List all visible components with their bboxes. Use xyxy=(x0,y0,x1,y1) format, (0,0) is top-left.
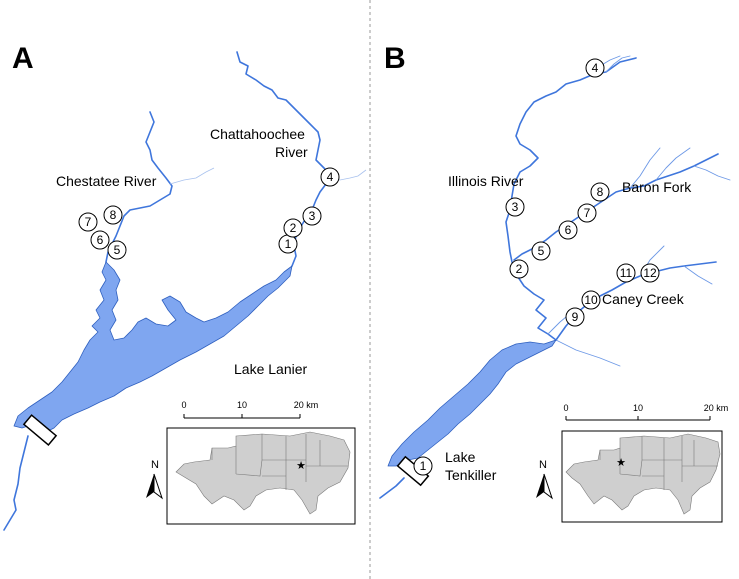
svg-text:12: 12 xyxy=(643,266,657,280)
inset-map-b: ★ xyxy=(561,430,723,523)
site-marker: 12 xyxy=(640,263,660,283)
svg-text:5: 5 xyxy=(538,244,545,258)
illinois-outlet xyxy=(379,477,405,499)
site-marker: 2 xyxy=(509,259,529,279)
lake-tenkiller xyxy=(387,339,557,467)
north-arrow-icon: N xyxy=(536,459,553,500)
label-chattahoochee-1: Chattahoochee xyxy=(210,126,305,142)
dam-marker-a xyxy=(22,414,58,446)
site-marker: 2 xyxy=(283,218,303,238)
panel-a: A Chestatee River Chattahoochee River La… xyxy=(3,42,367,531)
svg-text:0: 0 xyxy=(181,400,186,410)
site-marker: 3 xyxy=(505,197,525,217)
svg-text:20 km: 20 km xyxy=(294,400,319,410)
site-marker: 7 xyxy=(78,212,98,232)
baron-fork xyxy=(513,153,719,261)
label-lake-lanier: Lake Lanier xyxy=(234,361,308,377)
svg-text:3: 3 xyxy=(512,200,519,214)
inset-map-a: ★ xyxy=(166,427,356,525)
site-marker: 4 xyxy=(320,167,340,187)
svg-text:0: 0 xyxy=(563,403,568,413)
svg-text:6: 6 xyxy=(565,223,572,237)
site-marker: 9 xyxy=(565,307,585,327)
panel-letter-b: B xyxy=(384,42,406,75)
svg-text:N: N xyxy=(151,459,159,471)
chattahoochee-outlet xyxy=(3,435,29,531)
svg-text:3: 3 xyxy=(309,209,316,223)
illinois-river xyxy=(505,57,637,341)
label-lake-tenkiller-2: Tenkiller xyxy=(445,467,497,483)
label-lake-tenkiller-1: Lake xyxy=(445,449,476,465)
site-marker: 8 xyxy=(103,205,123,225)
chestatee-river xyxy=(105,111,173,263)
panel-b: B Illinois River Baron Fork Caney Creek … xyxy=(379,42,731,523)
panel-letter-a: A xyxy=(12,42,34,75)
label-chestatee-river: Chestatee River xyxy=(56,173,157,189)
site-marker: 6 xyxy=(558,220,578,240)
svg-text:9: 9 xyxy=(572,310,579,324)
svg-text:★: ★ xyxy=(616,456,626,469)
chattahoochee-river xyxy=(236,51,331,267)
label-caney-creek: Caney Creek xyxy=(602,291,685,307)
svg-text:20 km: 20 km xyxy=(704,403,729,413)
svg-text:8: 8 xyxy=(110,208,117,222)
scale-bar-a: 0 10 20 km xyxy=(181,400,319,419)
north-arrow-icon: N xyxy=(146,459,163,500)
svg-text:11: 11 xyxy=(620,266,633,280)
svg-text:4: 4 xyxy=(592,61,599,75)
svg-text:7: 7 xyxy=(85,215,92,229)
baron-tributary xyxy=(629,147,731,189)
site-marker: 1 xyxy=(413,456,433,476)
site-marker: 10 xyxy=(581,290,601,310)
scale-bar-b: 0 10 20 km xyxy=(563,403,729,421)
site-marker: 7 xyxy=(577,203,597,223)
svg-text:5: 5 xyxy=(114,243,121,257)
site-marker: 11 xyxy=(616,263,636,283)
svg-text:10: 10 xyxy=(633,403,643,413)
svg-text:1: 1 xyxy=(420,459,427,473)
chestatee-tributary xyxy=(169,167,215,185)
site-marker: 5 xyxy=(531,241,551,261)
svg-text:10: 10 xyxy=(237,400,247,410)
svg-text:1: 1 xyxy=(285,237,292,251)
svg-text:★: ★ xyxy=(296,459,306,472)
svg-text:8: 8 xyxy=(597,185,604,199)
lake-lanier xyxy=(13,261,293,435)
label-baron-fork: Baron Fork xyxy=(622,179,692,195)
site-marker: 1 xyxy=(278,234,298,254)
svg-text:N: N xyxy=(539,459,547,471)
site-marker: 3 xyxy=(302,206,322,226)
svg-text:2: 2 xyxy=(290,221,297,235)
site-marker: 5 xyxy=(107,240,127,260)
label-illinois-river: Illinois River xyxy=(448,173,524,189)
svg-text:2: 2 xyxy=(516,262,523,276)
label-chattahoochee-2: River xyxy=(275,144,308,160)
site-marker: 6 xyxy=(90,230,110,250)
tenkiller-tributary xyxy=(547,311,621,367)
svg-text:4: 4 xyxy=(327,170,334,184)
svg-text:6: 6 xyxy=(97,233,104,247)
svg-text:7: 7 xyxy=(584,206,591,220)
site-marker: 4 xyxy=(585,58,605,78)
svg-text:10: 10 xyxy=(584,293,598,307)
site-marker: 8 xyxy=(590,182,610,202)
